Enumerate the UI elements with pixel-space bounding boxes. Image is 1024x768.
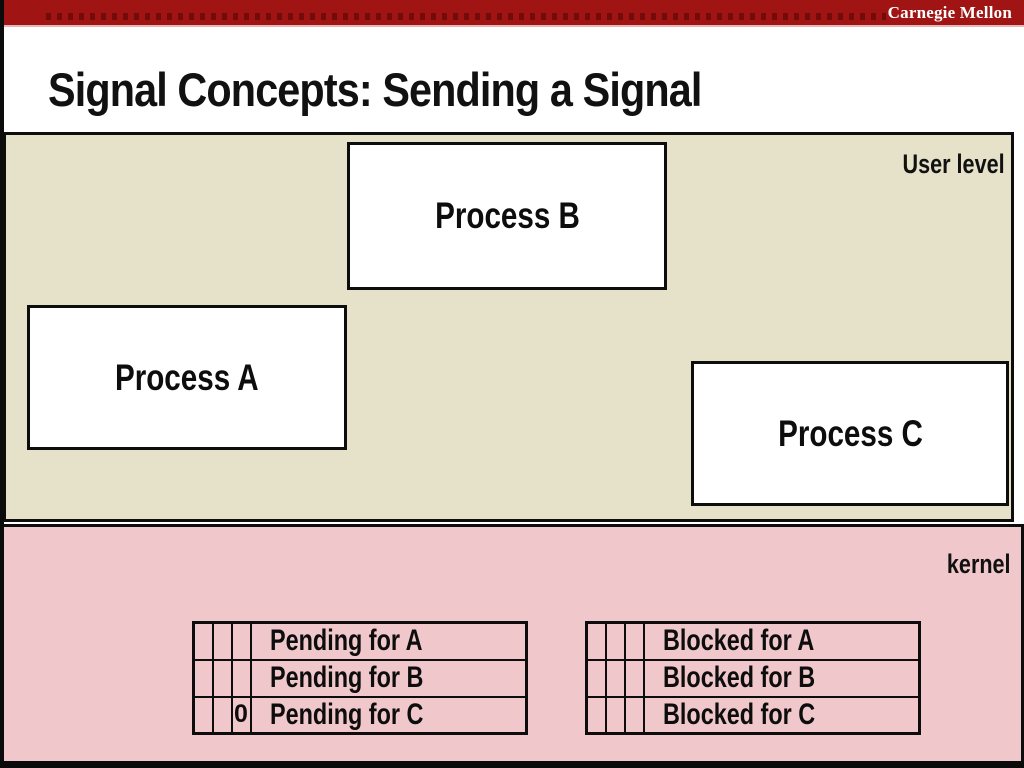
pending-c-bit-3: 0 — [230, 695, 252, 735]
pending-a-bit-1 — [192, 621, 214, 661]
blocked-a-cell: Blocked for A — [642, 621, 921, 661]
process-box-a: Process A — [27, 305, 347, 450]
pending-b-bit-3 — [230, 658, 252, 698]
page-title: Signal Concepts: Sending a Signal — [48, 63, 702, 116]
brand-banner: Carnegie Mellon — [0, 0, 1024, 27]
pending-c-bit-1 — [192, 695, 214, 735]
table-row: 0 Pending for C — [192, 695, 528, 735]
table-row: Pending for B — [192, 658, 528, 698]
process-c-label: Process C — [777, 412, 923, 454]
process-a-label: Process A — [115, 356, 259, 398]
user-level-region: User level Process B Process A Process C — [3, 132, 1014, 522]
table-row: Pending for A — [192, 621, 528, 661]
user-level-label: User level — [902, 149, 1005, 179]
blocked-c-bit-2 — [604, 695, 626, 735]
slide-bottom-border — [0, 761, 1024, 768]
brand-logo-text: Carnegie Mellon — [887, 2, 1012, 22]
process-box-c: Process C — [691, 361, 1009, 506]
pending-c-bit-2 — [211, 695, 233, 735]
blocked-a-bit-2 — [604, 621, 626, 661]
pending-a-bit-3 — [230, 621, 252, 661]
process-box-b: Process B — [347, 142, 667, 290]
blocked-c-label: Blocked for C — [662, 697, 815, 731]
pending-b-bit-2 — [211, 658, 233, 698]
blocked-a-label: Blocked for A — [662, 624, 814, 658]
blocked-c-bit-3 — [623, 695, 645, 735]
pending-a-bit-2 — [211, 621, 233, 661]
pending-b-label: Pending for B — [269, 661, 423, 694]
slide-left-border — [0, 0, 4, 768]
blocked-a-bit-3 — [623, 621, 645, 661]
blocked-c-cell: Blocked for C — [642, 695, 921, 735]
blocked-b-bit-2 — [604, 658, 626, 698]
blocked-b-label: Blocked for B — [662, 661, 815, 694]
pending-b-bit-1 — [192, 658, 214, 698]
pending-c-label: Pending for C — [269, 697, 423, 731]
blocked-b-cell: Blocked for B — [642, 658, 921, 698]
blocked-signals-table: Blocked for A Blocked for B Blocked for … — [585, 621, 921, 735]
table-row: Blocked for B — [585, 658, 921, 698]
blocked-b-bit-3 — [623, 658, 645, 698]
pending-c-cell: Pending for C — [249, 695, 528, 735]
pending-a-label: Pending for A — [269, 624, 423, 658]
kernel-label: kernel — [947, 549, 1011, 579]
pending-a-cell: Pending for A — [249, 621, 528, 661]
banner-watermark-pattern — [46, 13, 886, 20]
pending-b-cell: Pending for B — [249, 658, 528, 698]
blocked-c-bit-1 — [585, 695, 607, 735]
kernel-region: kernel Pending for A Pending for B 0 Pen… — [4, 524, 1024, 762]
table-row: Blocked for C — [585, 695, 921, 735]
table-row: Blocked for A — [585, 621, 921, 661]
process-b-label: Process B — [434, 195, 580, 236]
blocked-b-bit-1 — [585, 658, 607, 698]
pending-signals-table: Pending for A Pending for B 0 Pending fo… — [192, 621, 528, 735]
blocked-a-bit-1 — [585, 621, 607, 661]
